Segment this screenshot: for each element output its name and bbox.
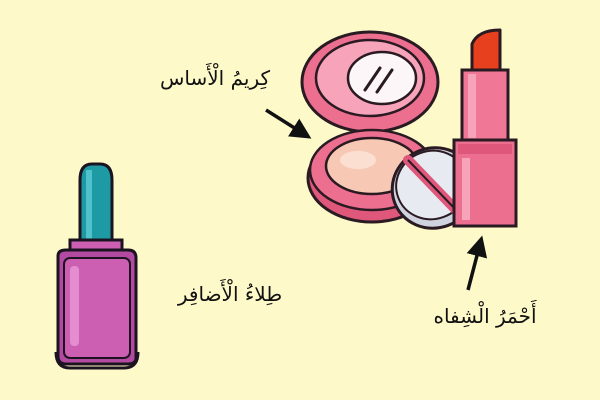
lipstick-icon [452, 28, 518, 228]
nail-polish-bottle-icon [54, 162, 140, 370]
nail-polish-label: طِلاءُ الْأَضافِر [177, 282, 283, 306]
foundation-label: كِريمُ الْأَساس [159, 66, 271, 90]
lipstick-label: أَحْمَرُ الْشِفاه [433, 304, 537, 328]
lipstick-arrow-icon [466, 235, 488, 291]
foundation-arrow-icon [265, 108, 312, 139]
